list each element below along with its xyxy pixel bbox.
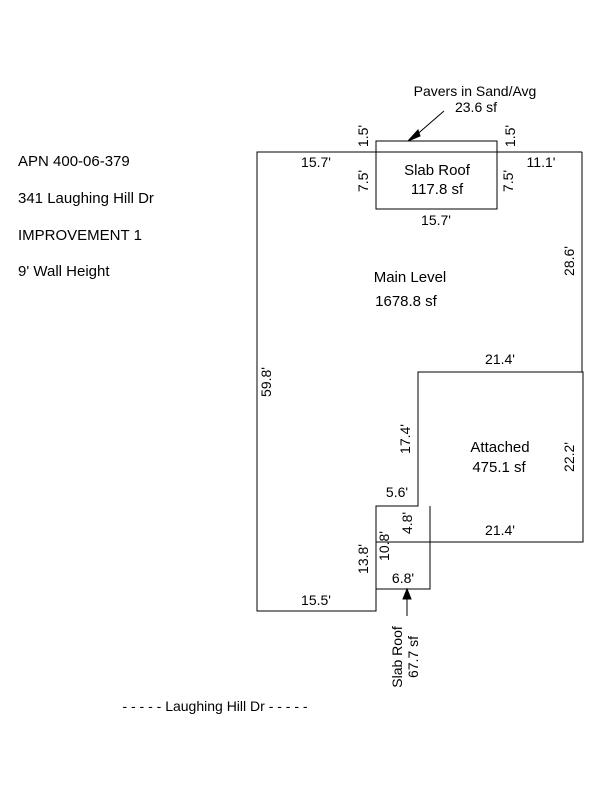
dim-bottom-slab: 6.8' — [392, 570, 414, 586]
dim-pavers-right: 1.5' — [502, 125, 518, 147]
dim-right-upper: 28.6' — [561, 246, 577, 276]
dim-bottom-left: 15.5' — [301, 592, 331, 608]
pavers-area: 23.6 sf — [455, 99, 497, 115]
slab-roof-bottom-area: 67.7 sf — [405, 636, 421, 678]
attached-name: Attached — [470, 439, 529, 456]
address-text: 341 Laughing Hill Dr — [18, 190, 154, 207]
dim-attached-bottom: 21.4' — [485, 522, 515, 538]
pavers-arrowhead — [407, 129, 421, 142]
attached-outline — [418, 371, 584, 543]
dim-attached-top: 21.4' — [485, 351, 515, 367]
pavers-outline — [375, 140, 498, 153]
wall-height-text: 9' Wall Height — [18, 263, 110, 280]
slab-roof-top-outline — [375, 151, 498, 210]
attached-area: 475.1 sf — [472, 459, 526, 476]
slab-roof-top-area: 117.8 sf — [411, 181, 464, 198]
apn-text: APN 400-06-379 — [18, 153, 130, 170]
dim-attached-right: 22.2' — [561, 442, 577, 472]
dim-slab-left: 7.5' — [355, 170, 371, 192]
slab-bottom-arrowhead — [402, 587, 412, 600]
dim-slab-bottom: 15.7' — [421, 212, 451, 228]
dim-pavers-left: 1.5' — [355, 125, 371, 147]
pavers-name: Pavers in Sand/Avg — [414, 83, 537, 99]
dim-notch-left: 10.8' — [376, 531, 392, 561]
slab-roof-bottom-name: Slab Roof — [389, 626, 405, 688]
improvement-text: IMPROVEMENT 1 — [18, 227, 142, 244]
street-label: - - - - - Laughing Hill Dr - - - - - — [122, 698, 307, 714]
dim-attached-left: 17.4' — [397, 424, 413, 454]
main-level-area: 1678.8 sf — [375, 293, 438, 310]
main-level-name: Main Level — [374, 269, 447, 286]
dim-top-right: 11.1' — [527, 154, 556, 170]
dim-slab-right: 7.5' — [500, 170, 516, 192]
slab-roof-top-name: Slab Roof — [404, 162, 471, 179]
dim-notch-top: 5.6' — [386, 484, 408, 500]
dim-notch-right: 4.8' — [399, 512, 415, 534]
dim-left-full: 59.8' — [258, 367, 274, 397]
dim-lower-left: 13.8' — [355, 544, 371, 574]
dim-top-left: 15.7' — [301, 154, 331, 170]
